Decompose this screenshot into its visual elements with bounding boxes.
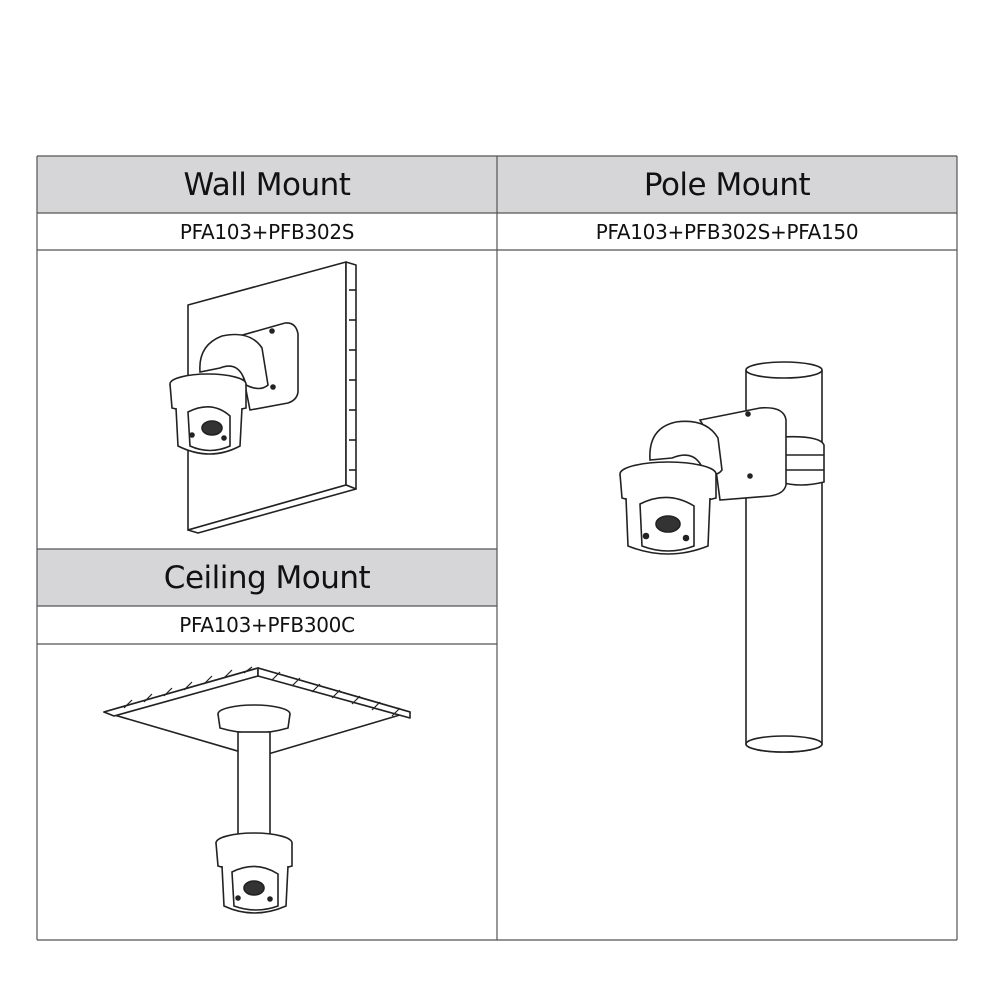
ceiling-camera bbox=[215, 832, 293, 914]
wall-camera bbox=[169, 373, 247, 455]
wall-mount-title: Wall Mount bbox=[183, 166, 351, 203]
ceiling-mount-model-cell: PFA103+PFB300C bbox=[37, 606, 497, 644]
pole-mount-title: Pole Mount bbox=[643, 166, 811, 203]
ceiling-mount-title: Ceiling Mount bbox=[163, 559, 371, 596]
pole-clamp bbox=[779, 435, 825, 486]
pole-mount-header: Pole Mount bbox=[497, 156, 957, 213]
wall-mount-header: Wall Mount bbox=[37, 156, 497, 213]
ceiling-bracket bbox=[217, 704, 291, 841]
ceiling-mount-header: Ceiling Mount bbox=[37, 549, 497, 606]
wall-bracket bbox=[199, 322, 299, 411]
pole-camera bbox=[619, 461, 717, 555]
wall-mount-model: PFA103+PFB302S bbox=[179, 219, 355, 244]
pole-bracket bbox=[649, 406, 787, 501]
pole-mount-model-cell: PFA103+PFB302S+PFA150 bbox=[497, 213, 957, 250]
wall-mount-model-cell: PFA103+PFB302S bbox=[37, 213, 497, 250]
pole-mount-model: PFA103+PFB302S+PFA150 bbox=[595, 219, 859, 244]
ceiling-mount-model: PFA103+PFB300C bbox=[179, 613, 355, 637]
